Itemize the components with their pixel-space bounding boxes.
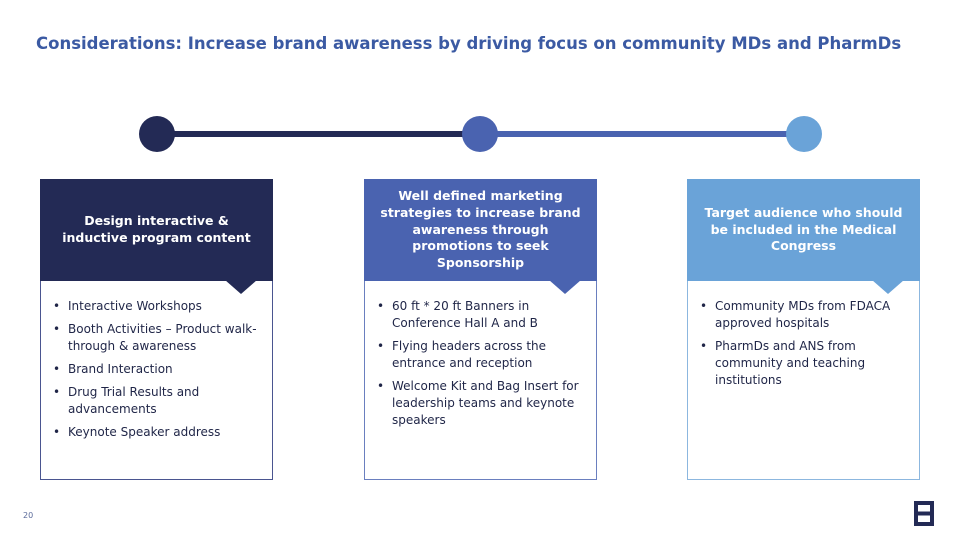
column-3-list: Community MDs from FDACA approved hospit… [700,298,915,395]
column-3-pointer [872,280,904,294]
column-3-header-text: Target audience who should be included i… [704,204,903,254]
list-item: PharmDs and ANS from community and teach… [700,338,915,389]
list-item: Drug Trial Results and advancements [53,384,268,418]
timeline-connector-1 [160,131,480,137]
timeline-dot-3 [786,116,822,152]
column-3-header: Target audience who should be included i… [687,179,920,281]
timeline-dot-1 [139,116,175,152]
list-item: Keynote Speaker address [53,424,268,441]
list-item: Welcome Kit and Bag Insert for leadershi… [377,378,592,429]
column-2-pointer [549,280,581,294]
column-1: Design interactive & inductive program c… [40,179,273,480]
timeline-connector-2 [480,131,802,137]
list-item: 60 ft * 20 ft Banners in Conference Hall… [377,298,592,332]
column-2-header-text: Well defined marketing strategies to inc… [380,187,581,271]
column-2-list: 60 ft * 20 ft Banners in Conference Hall… [377,298,592,435]
list-item: Brand Interaction [53,361,268,378]
column-2-header: Well defined marketing strategies to inc… [364,179,597,281]
page-number: 20 [23,511,34,520]
column-3: Target audience who should be included i… [687,179,920,480]
list-item: Booth Activities – Product walk-through … [53,321,268,355]
column-2: Well defined marketing strategies to inc… [364,179,597,480]
list-item: Interactive Workshops [53,298,268,315]
timeline-dot-2 [462,116,498,152]
column-1-list: Interactive Workshops Booth Activities –… [53,298,268,447]
company-logo-icon [914,501,934,526]
column-1-pointer [225,280,257,294]
column-1-header-text: Design interactive & inductive program c… [62,213,251,245]
slide-title: Considerations: Increase brand awareness… [36,34,902,53]
column-1-header: Design interactive & inductive program c… [40,179,273,281]
list-item: Flying headers across the entrance and r… [377,338,592,372]
list-item: Community MDs from FDACA approved hospit… [700,298,915,332]
